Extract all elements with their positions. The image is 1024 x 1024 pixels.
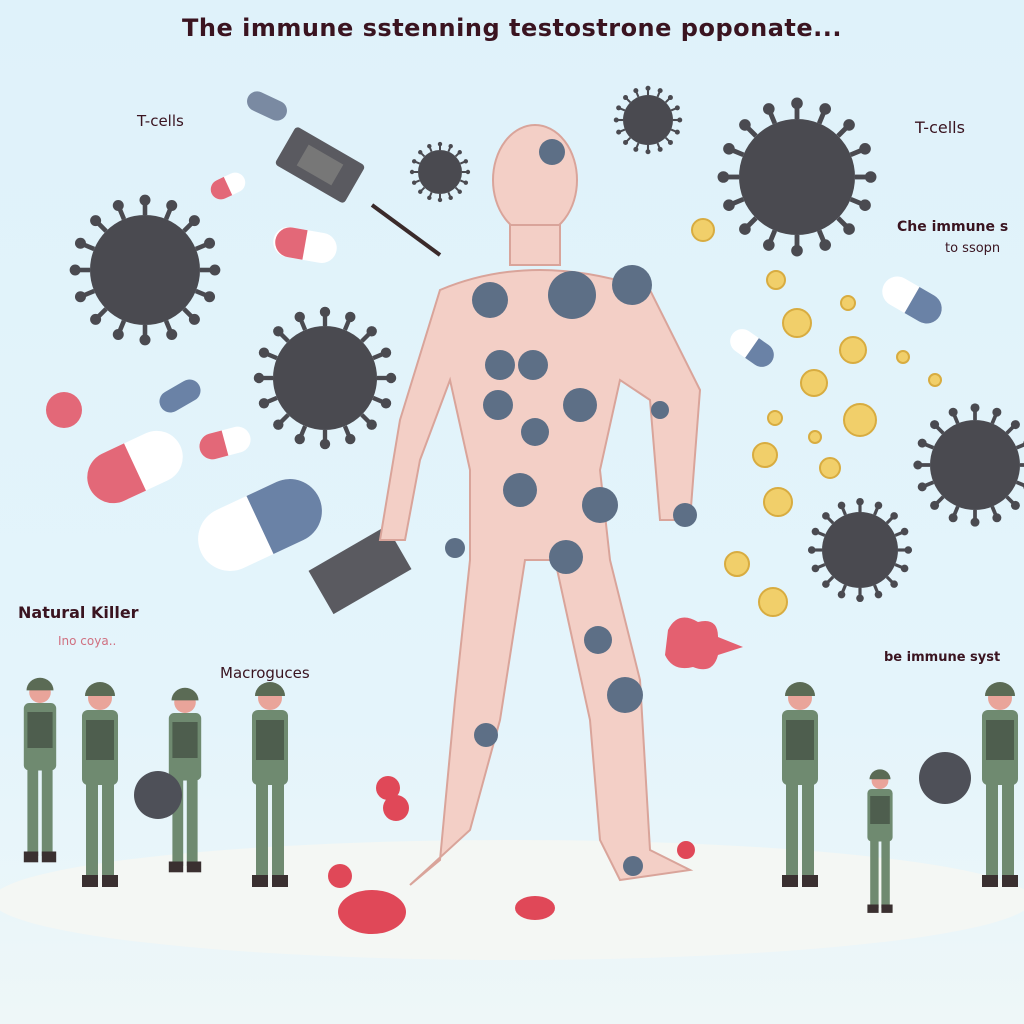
macrophage-cell — [665, 617, 743, 670]
gold-cell — [782, 308, 812, 338]
gold-cell — [766, 270, 786, 290]
shield — [919, 752, 971, 804]
soldier — [867, 769, 893, 913]
soldier — [782, 682, 818, 887]
soldier — [23, 677, 57, 863]
gold-cell — [840, 295, 856, 311]
soldier — [252, 682, 288, 887]
label-to-ssopn: to ssopn — [945, 241, 1001, 256]
page-title: The immune sstenning testostrone poponat… — [182, 14, 842, 42]
immune-cell — [521, 418, 549, 446]
soldier-group — [23, 677, 1018, 913]
pills — [46, 91, 942, 934]
red-blood-cell — [46, 392, 82, 428]
immune-cell — [582, 487, 618, 523]
label-macrocytes: Macroguces — [220, 664, 310, 682]
soldier — [982, 682, 1018, 887]
gold-cell — [763, 487, 793, 517]
immune-cell — [474, 723, 498, 747]
gold-cell — [928, 373, 942, 387]
immune-cell — [651, 401, 669, 419]
gold-cell — [843, 403, 877, 437]
gold-cell — [752, 442, 778, 468]
gold-cell-group — [691, 218, 942, 617]
gold-cell — [767, 410, 783, 426]
gadgets — [275, 127, 442, 615]
pill-small — [273, 227, 337, 263]
immune-cell — [483, 390, 513, 420]
label-che-immune: Che immune s — [897, 219, 1009, 235]
pill-small — [199, 426, 251, 460]
immune-cell — [548, 271, 596, 319]
immune-cell — [549, 540, 583, 574]
gold-cell — [800, 369, 828, 397]
virus — [409, 141, 471, 203]
immune-cell — [503, 473, 537, 507]
gold-cell — [839, 336, 867, 364]
label-t-cells-right: T-cells — [915, 118, 965, 137]
blaster — [308, 525, 412, 615]
virus-group — [69, 85, 1024, 603]
virus — [613, 85, 683, 155]
label-be-immune: be immune syst — [884, 650, 1001, 665]
immune-cell — [563, 388, 597, 422]
label-t-cells-left: T-cells — [137, 112, 184, 130]
gold-cell — [724, 551, 750, 577]
immune-cell — [623, 856, 643, 876]
virus — [69, 194, 221, 346]
label-natural-killer: Natural Killer — [18, 603, 139, 622]
immune-cell — [485, 350, 515, 380]
pill-blue-small — [247, 91, 287, 121]
virus — [807, 497, 913, 603]
virus — [913, 403, 1024, 527]
gold-cell — [691, 218, 715, 242]
pill-right — [882, 276, 942, 324]
immune-cell — [445, 538, 465, 558]
human-figure — [378, 124, 702, 886]
pill-right — [730, 329, 774, 367]
immune-cell — [673, 503, 697, 527]
gun-device — [275, 127, 365, 203]
shield — [134, 771, 182, 819]
virus — [253, 306, 397, 450]
gold-cell — [896, 350, 910, 364]
soldier — [82, 682, 118, 887]
pill-small — [210, 172, 246, 200]
pill-red-large — [87, 430, 183, 504]
immune-cell — [584, 626, 612, 654]
label-ino-coya: Ino coya.. — [58, 634, 117, 648]
immune-cell — [612, 265, 652, 305]
gold-cell — [819, 457, 841, 479]
immune-cells-on-body — [445, 139, 697, 876]
immune-cell — [539, 139, 565, 165]
soldier — [168, 687, 202, 873]
virus — [717, 97, 877, 257]
gold-cell — [808, 430, 822, 444]
immune-cell — [518, 350, 548, 380]
pill-blue-large — [198, 479, 322, 571]
gold-cell — [758, 587, 788, 617]
pill-blue-small — [159, 379, 201, 413]
immune-cell — [607, 677, 643, 713]
immune-cell — [472, 282, 508, 318]
